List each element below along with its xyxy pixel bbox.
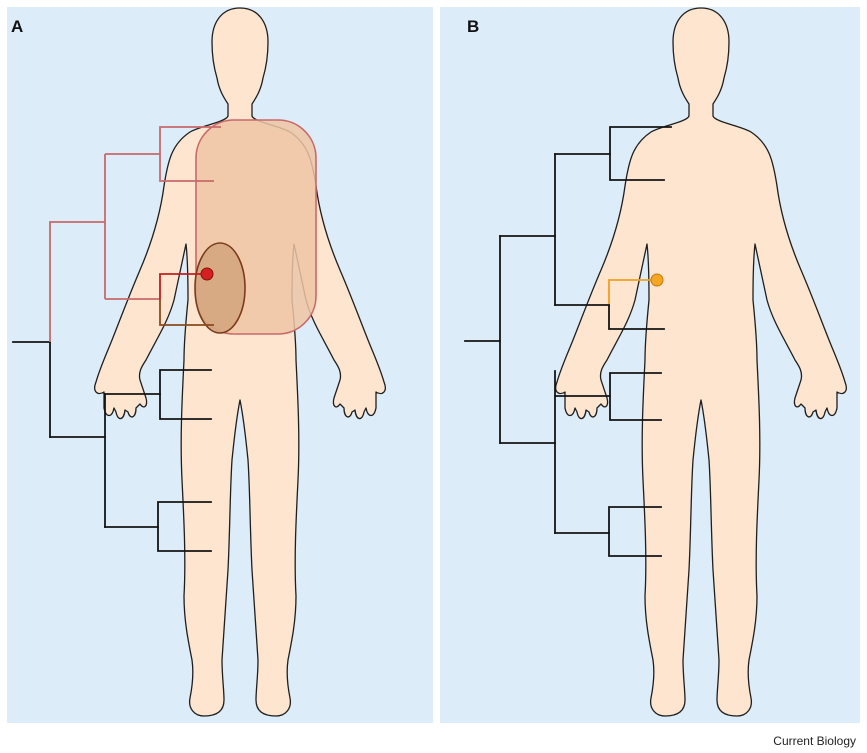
- journal-credit: Current Biology: [773, 734, 856, 748]
- small-region: [195, 243, 245, 333]
- panel-a-label: A: [11, 17, 23, 36]
- orange-sample-marker: [651, 274, 663, 286]
- panel-b-label: B: [467, 17, 479, 36]
- red-sample-marker: [201, 268, 213, 280]
- panel-a: A: [7, 7, 433, 723]
- panel-b: B: [440, 7, 860, 723]
